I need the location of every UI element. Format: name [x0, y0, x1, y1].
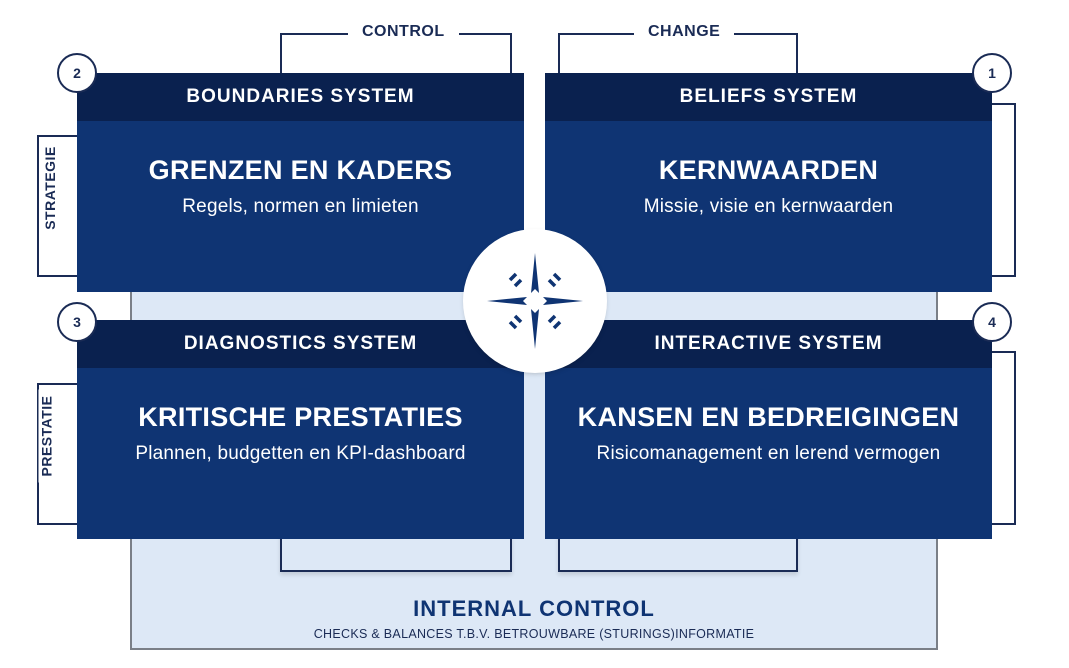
internal-control-title: INTERNAL CONTROL	[413, 596, 655, 621]
panel-title: GRENZEN EN KADERS	[148, 155, 453, 185]
right-bottom-bracket	[980, 351, 1016, 525]
panel-subtitle: Risicomanagement en lerend vermogen	[596, 443, 941, 464]
panel-subtitle: Missie, visie en kernwaarden	[643, 196, 894, 217]
interactive-system-panel: INTERACTIVE SYSTEM KANSEN EN BEDREIGINGE…	[545, 320, 992, 539]
panel-title: KRITISCHE PRESTATIES	[138, 402, 463, 432]
compass-icon	[465, 231, 605, 371]
prestatie-label: PRESTATIE	[38, 389, 55, 483]
panel-subtitle: Plannen, budgetten en KPI-dashboard	[135, 443, 466, 464]
panel-header: BELIEFS SYSTEM	[545, 73, 992, 121]
number-badge-4: 4	[972, 302, 1012, 342]
control-label: CONTROL	[348, 23, 459, 41]
prestatie-bracket	[37, 383, 87, 525]
diagnostics-system-panel: DIAGNOSTICS SYSTEM KRITISCHE PRESTATIES …	[77, 320, 524, 539]
bottom-right-bracket	[558, 520, 798, 572]
bottom-left-bracket	[280, 520, 512, 572]
number-badge-1: 1	[972, 53, 1012, 93]
panel-title: KERNWAARDEN	[658, 155, 879, 185]
number-badge-3: 3	[57, 302, 97, 342]
panel-header: DIAGNOSTICS SYSTEM	[77, 320, 524, 368]
panel-title: KANSEN EN BEDREIGINGEN	[577, 402, 960, 432]
panel-header: INTERACTIVE SYSTEM	[545, 320, 992, 368]
change-label: CHANGE	[634, 23, 735, 41]
number-badge-2: 2	[57, 53, 97, 93]
strategie-label: STRATEGIE	[41, 140, 58, 236]
compass-glyph	[487, 253, 583, 349]
internal-control-subtitle: CHECKS & BALANCES T.B.V. BETROUWBARE (ST…	[313, 627, 755, 641]
boundaries-system-panel: BOUNDARIES SYSTEM GRENZEN EN KADERS Rege…	[77, 73, 524, 292]
panel-subtitle: Regels, normen en limieten	[182, 196, 419, 217]
panel-header: BOUNDARIES SYSTEM	[77, 73, 524, 121]
strategie-bracket	[37, 135, 87, 277]
right-top-bracket	[980, 103, 1016, 277]
beliefs-system-panel: BELIEFS SYSTEM KERNWAARDEN Missie, visie…	[545, 73, 992, 292]
